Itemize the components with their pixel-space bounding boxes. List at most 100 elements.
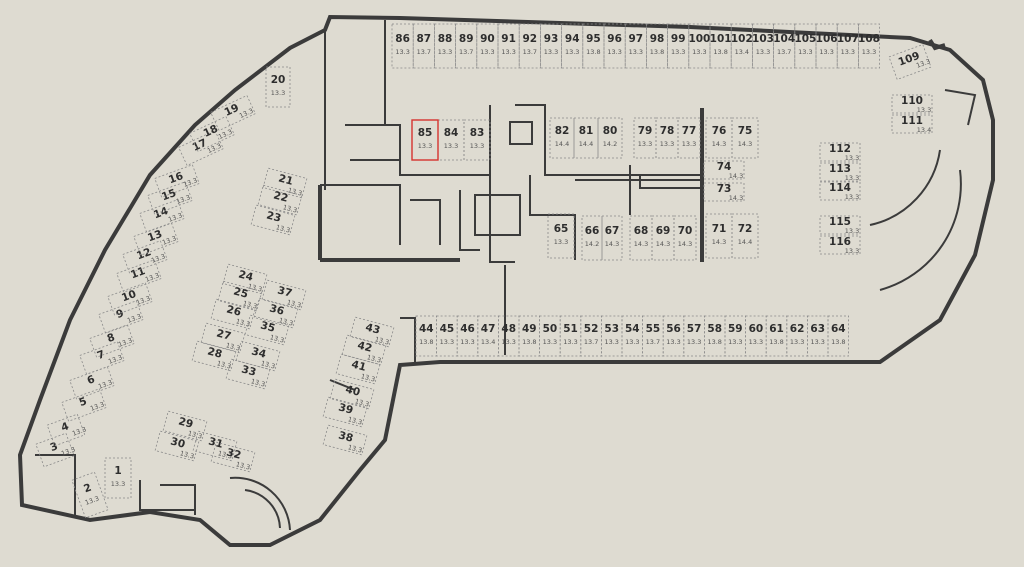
parking-spot-outline[interactable] — [857, 23, 881, 69]
parking-spot-outline[interactable] — [709, 23, 732, 69]
parking-spot-outline[interactable] — [580, 315, 602, 357]
parking-spot-1[interactable]: 113.3 — [104, 457, 132, 499]
parking-spot-outline[interactable] — [677, 117, 701, 159]
parking-spot-outline[interactable] — [765, 315, 788, 357]
parking-spot-outline[interactable] — [745, 315, 767, 357]
parking-spot-outline[interactable] — [601, 215, 623, 261]
parking-spot-outline[interactable] — [655, 117, 679, 159]
parking-spot-outline[interactable] — [71, 471, 109, 519]
parking-spot-outline[interactable] — [704, 315, 726, 357]
parking-spot-outline[interactable] — [836, 23, 859, 69]
parking-spot-outline[interactable] — [642, 315, 664, 357]
parking-spot-outline[interactable] — [582, 23, 605, 69]
parking-spot-outline[interactable] — [411, 119, 439, 161]
parking-spot-outline[interactable] — [891, 94, 933, 114]
parking-spot-outline[interactable] — [633, 117, 657, 159]
parking-spot-outline[interactable] — [139, 199, 185, 233]
parking-spot-outline[interactable] — [629, 215, 653, 261]
parking-spot-outline[interactable] — [412, 23, 435, 69]
parking-spot-outline[interactable] — [597, 117, 623, 159]
parking-spot-outline[interactable] — [819, 181, 861, 201]
parking-spot-outline[interactable] — [794, 23, 817, 69]
parking-spot-outline[interactable] — [703, 160, 745, 180]
parking-spot-outline[interactable] — [645, 23, 669, 69]
parking-spot-outline[interactable] — [827, 315, 849, 357]
parking-spot-outline[interactable] — [819, 235, 861, 255]
parking-spot-outline[interactable] — [891, 114, 933, 134]
parking-spot-outline[interactable] — [888, 44, 932, 80]
parking-spot-outline[interactable] — [561, 23, 584, 69]
parking-spot-outline[interactable] — [601, 315, 623, 357]
parking-spot-outline[interactable] — [819, 142, 861, 162]
parking-spot-outline[interactable] — [705, 213, 733, 259]
parking-spot-outline[interactable] — [819, 215, 861, 235]
parking-spot-outline[interactable] — [476, 23, 499, 69]
parking-spot-outline[interactable] — [549, 117, 575, 159]
parking-spot-outline[interactable] — [437, 119, 465, 161]
parking-spot-outline[interactable] — [456, 315, 479, 357]
parking-spot-outline[interactable] — [581, 215, 603, 261]
parking-spot-outline[interactable] — [415, 315, 437, 357]
parking-spot-outline[interactable] — [573, 117, 599, 159]
parking-spot-outline[interactable] — [819, 162, 861, 182]
parking-spot-outline[interactable] — [133, 222, 179, 256]
parking-spot-outline[interactable] — [391, 23, 414, 69]
parking-spot-outline[interactable] — [547, 213, 575, 259]
parking-spot-2[interactable]: 213.3 — [71, 471, 109, 519]
parking-spot-outline[interactable] — [539, 315, 561, 357]
parking-spot-outline[interactable] — [673, 215, 697, 261]
parking-spot-outline[interactable] — [667, 23, 690, 69]
parking-spot-outline[interactable] — [621, 315, 643, 357]
parking-spot-outline[interactable] — [498, 315, 520, 357]
